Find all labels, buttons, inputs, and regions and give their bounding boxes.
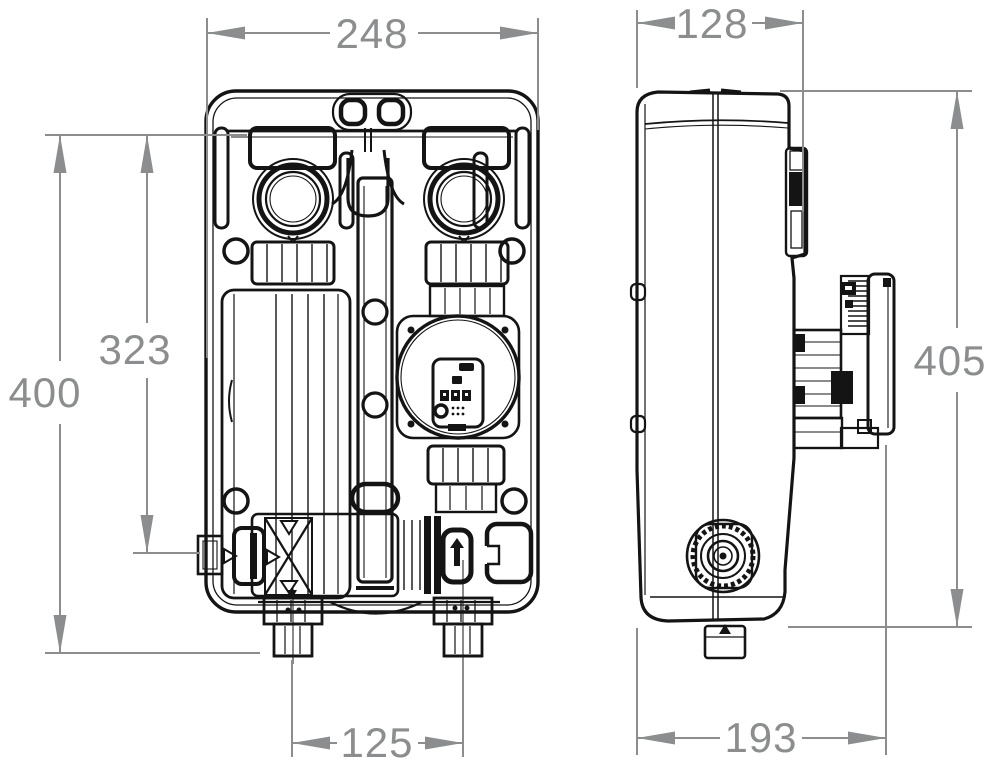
- ball-valve-left: [248, 126, 337, 244]
- dim-side-height-total: 405: [780, 90, 986, 628]
- dim-front-height-side-port-label: 323: [98, 326, 171, 373]
- dim-front-width: 248: [206, 10, 539, 358]
- dim-bottom-spacing: 125: [291, 660, 464, 766]
- flange-screw: [407, 420, 415, 428]
- dim-side-width-label: 128: [675, 0, 748, 47]
- handle-cutout: [331, 92, 413, 218]
- ball-valve-right: [422, 126, 511, 244]
- flange-screw: [501, 420, 509, 428]
- dim-front-height-total: 400: [8, 134, 260, 654]
- side-foot: [703, 624, 747, 660]
- pump-terminal-box: [831, 371, 853, 404]
- pump-face: [395, 314, 521, 440]
- flange-screw: [501, 326, 509, 334]
- valve-knob-side: [685, 518, 761, 594]
- bottom-connection-right: [432, 560, 494, 664]
- pump: [395, 284, 521, 514]
- flow-arrow-down: [279, 520, 299, 536]
- dim-front-width-label: 248: [335, 10, 408, 57]
- shell-clip-left: [629, 282, 647, 302]
- screw-holes: [222, 237, 528, 515]
- dimensions: 248 128 400 323: [8, 0, 986, 766]
- side-port-stub: [196, 534, 224, 576]
- dim-bottom-spacing-label: 125: [340, 719, 413, 766]
- side-shell: [629, 88, 807, 623]
- shell-clip-left: [629, 414, 647, 434]
- panel-slots: [213, 126, 531, 230]
- mounting-rail: [349, 176, 401, 590]
- bottom-connection-left: [262, 588, 324, 664]
- flow-arrow-right: [266, 548, 281, 566]
- flow-arrow-up: [450, 538, 464, 548]
- pump-side-profile: [792, 272, 896, 450]
- flow-arrow-right: [223, 547, 238, 565]
- pump-control-box: [866, 272, 896, 436]
- dim-front-height-side-port: 323: [98, 135, 200, 554]
- dim-side-width: 128: [636, 0, 804, 212]
- wall-bracket-clip: [784, 146, 809, 258]
- front-view: [196, 89, 540, 664]
- union-nut-left: [250, 240, 336, 286]
- dim-side-height-total-label: 405: [913, 337, 986, 384]
- union-nut-right: [424, 240, 510, 286]
- dim-side-depth: 193: [636, 445, 887, 761]
- dim-front-height-total-label: 400: [8, 369, 81, 416]
- flange-screw: [407, 326, 415, 334]
- dim-side-depth-label: 193: [724, 714, 797, 761]
- flow-arrow-down: [279, 580, 299, 595]
- mixing-valve-assembly: [196, 512, 534, 598]
- check-valve: [440, 527, 474, 585]
- side-view: [629, 88, 896, 660]
